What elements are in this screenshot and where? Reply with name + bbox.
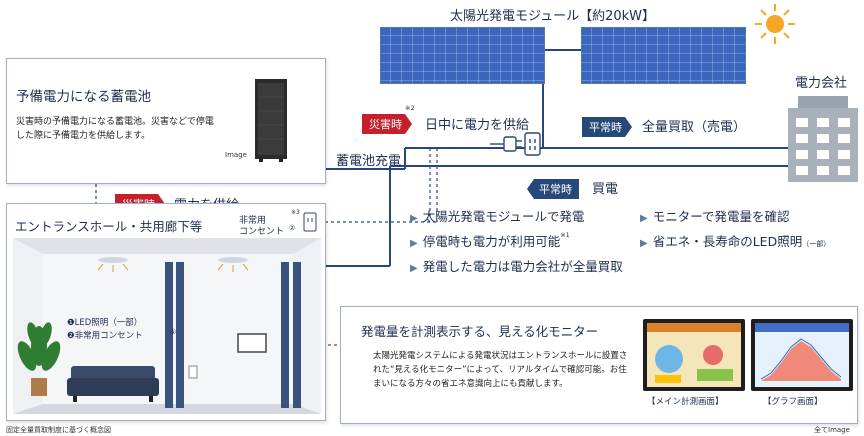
arrow-right-icon: ▶ <box>410 238 418 249</box>
solar-panel-left <box>380 27 545 84</box>
hall-outlet-item-mark: ① <box>170 328 177 336</box>
feature-2-text: モニターで発電量を確認 <box>652 209 790 224</box>
hall-box: エントランスホール・共用廊下等 非常用 ※3 コンセント ② <box>6 203 326 421</box>
footer-left-note: 固定全量買取制度に基づく概念図 <box>6 426 111 434</box>
feature-2: ▶ モニターで発電量を確認 <box>640 206 789 225</box>
feature-5: ▶ 発電した電力は電力会社が全量買取 <box>410 256 623 275</box>
hall-outlet-num: ② <box>289 224 296 232</box>
arrow-right-icon: ▶ <box>410 263 418 274</box>
main-screen-caption: 【メイン計測画面】 <box>647 397 724 407</box>
hall-title: エントランスホール・共用廊下等 <box>15 219 203 234</box>
arrow-right-icon: ▶ <box>640 213 648 224</box>
feature-4: ▶ 省エネ・長寿命のLED照明（一部） <box>640 231 830 250</box>
monitor-title: 発電量を計測表示する、見える化モニター <box>361 324 599 339</box>
arrow-right-icon: ▶ <box>410 213 418 224</box>
feature-3-note: ※1 <box>560 231 570 239</box>
disaster-tag-daytime: 災害時 <box>362 113 412 134</box>
battery-charge-text: 蓄電池充電 <box>336 154 402 169</box>
feature-1-text: 太陽光発電モジュールで発電 <box>422 209 585 224</box>
footer-right-note: 全てImage <box>814 426 850 434</box>
feature-4-text: 省エネ・長寿命のLED照明 <box>652 234 803 249</box>
battery-image-label: Image <box>225 151 247 159</box>
outlet-icon <box>303 212 317 232</box>
hall-outlet-label-1: 非常用 <box>239 216 267 226</box>
sell-text: 全量買取（売電） <box>642 120 747 135</box>
monitor-description: 太陽光発電システムによる発電状況はエントランスホールに設置された“見える化モニタ… <box>373 351 628 389</box>
feature-4-note: （一部） <box>802 240 831 248</box>
battery-box: 予備電力になる蓄電池 災害時の予備電力になる蓄電池。災害などで停電した際に予備電… <box>6 58 326 184</box>
daytime-supply-text: 日中に電力を供給 <box>425 118 530 133</box>
normal-tag-sell-wrap: 平常時 <box>582 116 632 137</box>
company-title: 電力会社 <box>795 76 848 91</box>
main-screen-image <box>643 319 745 391</box>
solar-panel-right <box>581 27 746 84</box>
graph-screen-image <box>751 319 853 391</box>
battery-title: 予備電力になる蓄電池 <box>16 89 151 105</box>
normal-tag-buy-wrap: 平常時 <box>527 178 579 199</box>
feature-1: ▶ 太陽光発電モジュールで発電 <box>410 206 584 225</box>
note-2: ※2 <box>405 104 415 112</box>
monitor-box: 発電量を計測表示する、見える化モニター 太陽光発電システムによる発電状況はエント… <box>340 306 858 424</box>
hall-note-3: ※3 <box>291 209 300 216</box>
plug-icon <box>490 132 541 156</box>
feature-3-text: 停電時も電力が利用可能 <box>422 234 561 249</box>
battery-cabinet-icon <box>255 79 287 162</box>
disaster-tag-1: 災害時 <box>362 114 412 134</box>
hall-room-illustration <box>13 238 321 414</box>
hall-outlet-item-label: ❷非常用コンセント <box>67 331 143 341</box>
battery-description: 災害時の予備電力になる蓄電池。災害などで停電した際に予備電力を供給します。 <box>16 117 214 141</box>
solar-title: 太陽光発電モジュール【約20kW】 <box>450 9 656 24</box>
arrow-right-icon: ▶ <box>640 238 648 249</box>
normal-tag-sell: 平常時 <box>582 117 632 137</box>
feature-5-text: 発電した電力は電力会社が全量買取 <box>422 259 623 274</box>
graph-screen-caption: 【グラフ画面】 <box>763 397 823 407</box>
sun-icon <box>755 4 795 44</box>
building-icon <box>788 96 858 182</box>
normal-tag-buy: 平常時 <box>527 179 579 199</box>
feature-3: ▶ 停電時も電力が利用可能※1 <box>410 231 570 250</box>
buy-text: 買電 <box>592 182 619 197</box>
hall-led-label: ❶LED照明（一部） <box>67 318 143 328</box>
hall-outlet-label-2: コンセント <box>239 227 285 237</box>
